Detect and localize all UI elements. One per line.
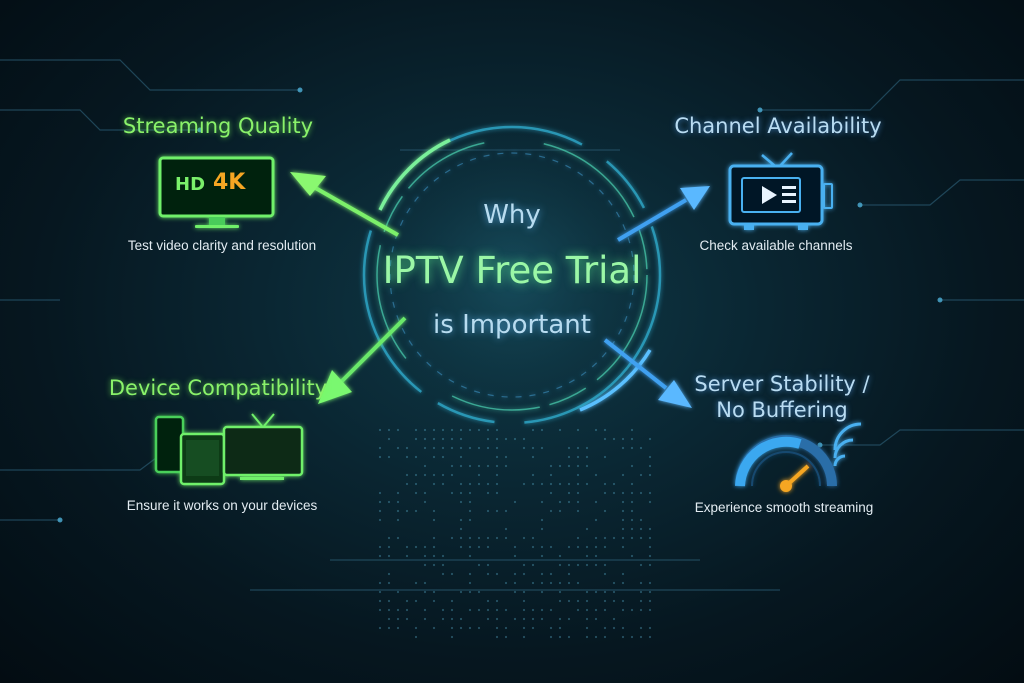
feature-title-streaming-quality: Streaming Quality	[123, 114, 313, 138]
multi-device-icon	[156, 414, 302, 484]
hd-label: HD	[175, 174, 205, 195]
feature-desc-channel-availability: Check available channels	[699, 238, 852, 253]
4k-label: 4K	[213, 170, 245, 195]
feature-title-device-compatibility: Device Compatibility	[109, 376, 327, 400]
feature-desc-streaming-quality: Test video clarity and resolution	[128, 238, 316, 253]
feature-title-server-stability-line1: Server Stability /	[694, 372, 869, 396]
tv-channels-icon	[730, 153, 832, 230]
center-title-important: is Important	[433, 310, 591, 340]
speedometer-wifi-icon	[740, 424, 861, 492]
center-title-main: IPTV Free Trial	[383, 249, 642, 292]
feature-desc-device-compatibility: Ensure it works on your devices	[127, 498, 318, 513]
center-title-why: Why	[483, 200, 541, 230]
feature-desc-server-stability: Experience smooth streaming	[695, 500, 874, 515]
feature-title-channel-availability: Channel Availability	[674, 114, 881, 138]
feature-title-server-stability-line2: No Buffering	[716, 398, 847, 422]
